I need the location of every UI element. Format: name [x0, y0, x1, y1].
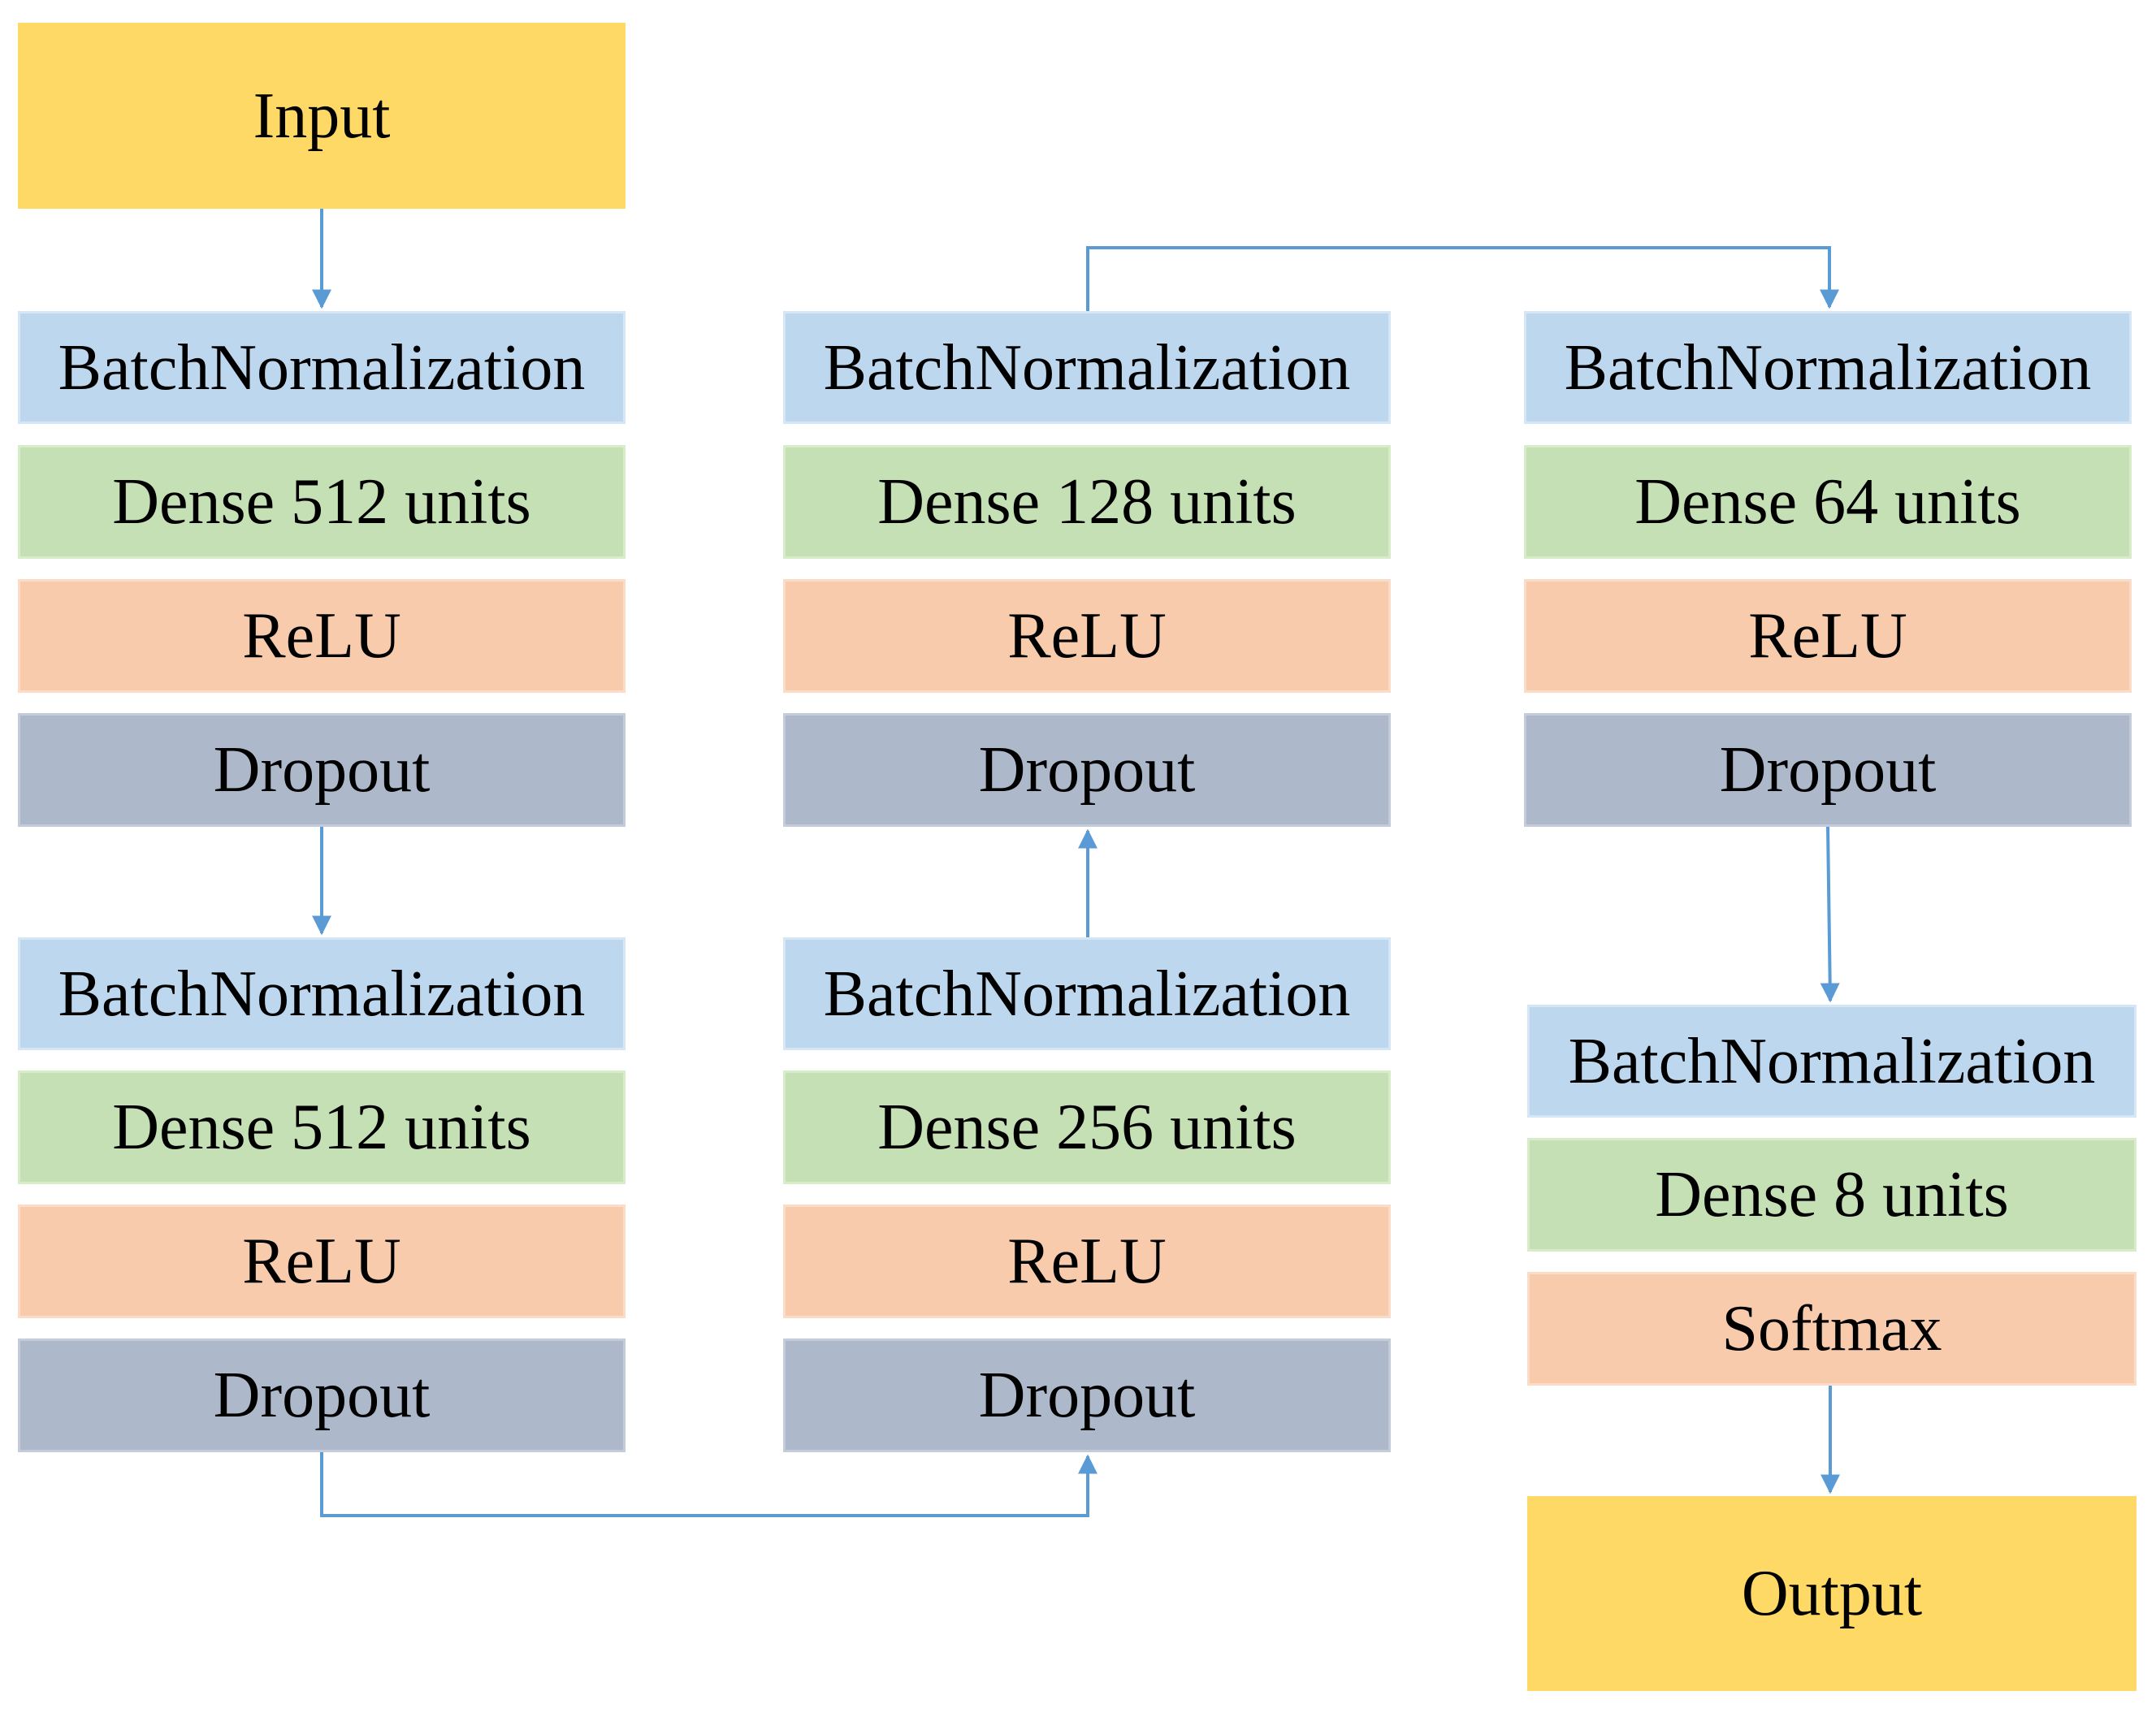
arrow-block-2-to-block-3: [320, 1452, 1097, 1517]
block-6-batchnorm: BatchNormalization: [1527, 1005, 2137, 1118]
block-3-dense: Dense 256 units: [783, 1070, 1391, 1184]
block-5-dropout: Dropout: [1524, 713, 2132, 827]
block-4-dropout: Dropout: [783, 713, 1391, 827]
output-label: Output: [1741, 1558, 1923, 1629]
block-6-activation: Softmax: [1527, 1272, 2137, 1386]
block-2-batchnorm: BatchNormalization: [18, 937, 626, 1050]
block-2-activation: ReLU: [18, 1204, 626, 1318]
output-node: Output: [1527, 1496, 2137, 1691]
block-5-dense: Dense 64 units: [1524, 445, 2132, 559]
block-3-batchnorm: BatchNormalization: [783, 937, 1391, 1050]
block-1-dense: Dense 512 units: [18, 445, 626, 559]
block-4-dense: Dense 128 units: [783, 445, 1391, 559]
block-4-batchnorm: BatchNormalization: [783, 311, 1391, 424]
input-node: Input: [18, 23, 626, 209]
block-3-activation: ReLU: [783, 1204, 1391, 1318]
block-2-dropout: Dropout: [18, 1339, 626, 1452]
block-2-dense: Dense 512 units: [18, 1070, 626, 1184]
block-6-dense: Dense 8 units: [1527, 1138, 2137, 1252]
block-1-dropout: Dropout: [18, 713, 626, 827]
input-label: Input: [253, 80, 391, 152]
block-5-batchnorm: BatchNormalization: [1524, 311, 2132, 424]
block-5-activation: ReLU: [1524, 579, 2132, 693]
arrow-block-5-to-block-6: [1820, 826, 1840, 1003]
block-1-batchnorm: BatchNormalization: [18, 311, 626, 424]
block-3-dropout: Dropout: [783, 1339, 1391, 1452]
block-4-activation: ReLU: [783, 579, 1391, 693]
arrow-block-4-to-block-5: [1086, 246, 1839, 311]
block-1-activation: ReLU: [18, 579, 626, 693]
